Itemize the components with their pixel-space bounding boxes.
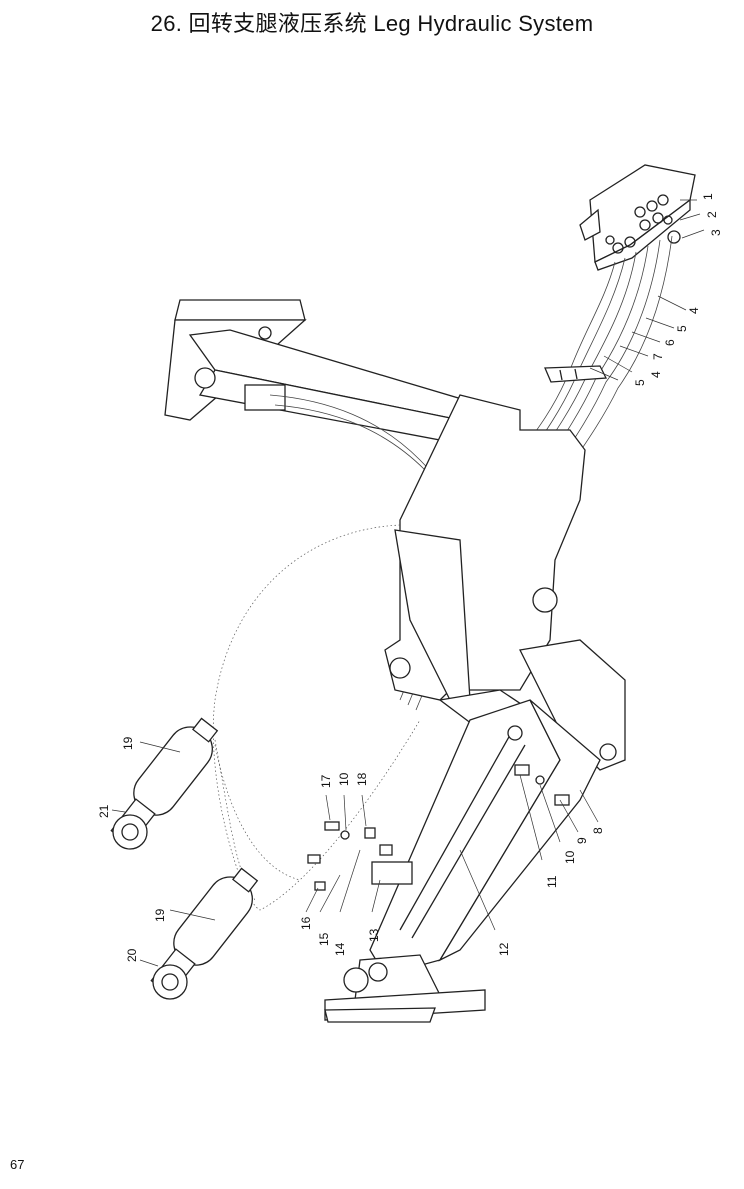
callout-14: 14	[333, 942, 347, 956]
callout-19a: 19	[121, 736, 135, 750]
upper-outrigger-arm	[164, 299, 486, 571]
cylinder-lower	[150, 867, 259, 1000]
main-frame	[384, 394, 626, 771]
callout-13: 13	[367, 928, 381, 942]
cylinder-upper	[110, 717, 219, 850]
callout-21: 21	[97, 804, 111, 818]
callout-16: 16	[299, 916, 313, 930]
callout-5: 5	[675, 325, 689, 332]
callout-20: 20	[125, 948, 139, 962]
callout-3: 3	[709, 229, 723, 236]
callout-8: 8	[591, 827, 605, 834]
callout-1: 1	[701, 193, 715, 200]
callout-10b: 10	[337, 772, 351, 786]
callout-12: 12	[497, 942, 511, 956]
callout-18: 18	[355, 772, 369, 786]
callout-2: 2	[705, 211, 719, 218]
callout-15: 15	[317, 932, 331, 946]
callout-19b: 19	[153, 908, 167, 922]
callout-6: 6	[663, 339, 677, 346]
callout-4: 4	[687, 307, 701, 314]
callout-10: 10	[563, 850, 577, 864]
callout-7: 7	[651, 353, 665, 360]
page-title: 26. 回转支腿液压系统 Leg Hydraulic System	[150, 11, 594, 36]
leader-lines	[111, 199, 705, 967]
fittings	[307, 764, 570, 891]
callout-numbers: 1 2 3 4 5 6 7 4 5 8 9 10 11 12 13 14 15 …	[97, 193, 723, 962]
page-number: 67	[10, 1157, 25, 1172]
callout-17: 17	[319, 774, 333, 788]
callout-4b: 4	[649, 371, 663, 378]
valve-block	[579, 164, 696, 271]
lower-outrigger-arm	[324, 699, 601, 1023]
callout-9: 9	[575, 837, 589, 844]
callout-11: 11	[545, 875, 559, 888]
callout-5b: 5	[633, 379, 647, 386]
